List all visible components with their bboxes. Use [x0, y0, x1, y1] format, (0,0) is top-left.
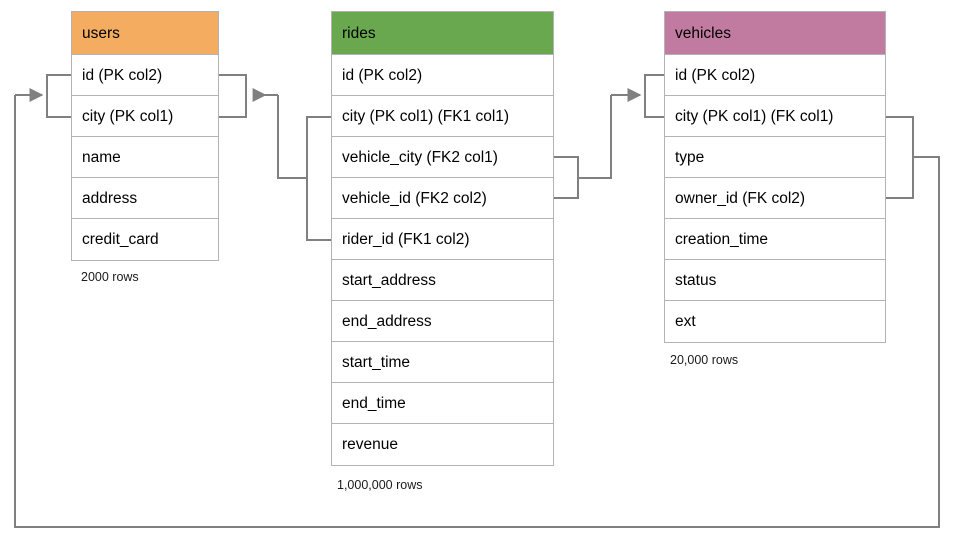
table-users-column-credit-card[interactable]: credit_card	[72, 219, 218, 260]
table-rides-header[interactable]: rides	[332, 12, 553, 55]
table-vehicles-column-id[interactable]: id (PK col2)	[665, 55, 885, 96]
edge-rides-fk2-bracket-rides	[554, 156, 579, 199]
table-rides-column-start-address[interactable]: start_address	[332, 260, 553, 301]
table-rides-column-vehicle-city[interactable]: vehicle_city (FK2 col1)	[332, 137, 553, 178]
table-rides[interactable]: rides id (PK col2) city (PK col1) (FK1 c…	[331, 11, 554, 466]
table-vehicles-column-status[interactable]: status	[665, 260, 885, 301]
table-rides-column-start-time[interactable]: start_time	[332, 342, 553, 383]
table-users-header[interactable]: users	[72, 12, 218, 55]
table-rides-column-city[interactable]: city (PK col1) (FK1 col1)	[332, 96, 553, 137]
edge-rides-fk2-bracket-vehicles	[644, 74, 664, 118]
table-users-column-city[interactable]: city (PK col1)	[72, 96, 218, 137]
table-rides-column-vehicle-id[interactable]: vehicle_id (FK2 col2)	[332, 178, 553, 219]
table-vehicles-column-type[interactable]: type	[665, 137, 885, 178]
edge-vehicles-fk-bracket-vehicles	[886, 116, 914, 199]
table-users[interactable]: users id (PK col2) city (PK col1) name a…	[71, 11, 219, 261]
table-users-column-name[interactable]: name	[72, 137, 218, 178]
edge-rides-fk2-link	[578, 95, 612, 179]
table-vehicles-row-count: 20,000 rows	[670, 353, 739, 367]
table-rides-column-id[interactable]: id (PK col2)	[332, 55, 553, 96]
table-rides-column-rider-id[interactable]: rider_id (FK1 col2)	[332, 219, 553, 260]
table-vehicles-column-city[interactable]: city (PK col1) (FK col1)	[665, 96, 885, 137]
edge-vehicles-fk-bracket-users	[46, 74, 71, 118]
table-vehicles[interactable]: vehicles id (PK col2) city (PK col1) (FK…	[664, 11, 886, 343]
table-vehicles-column-ext[interactable]: ext	[665, 301, 885, 342]
table-users-column-id[interactable]: id (PK col2)	[72, 55, 218, 96]
table-rides-column-end-time[interactable]: end_time	[332, 383, 553, 424]
table-vehicles-column-owner-id[interactable]: owner_id (FK col2)	[665, 178, 885, 219]
table-vehicles-header[interactable]: vehicles	[665, 12, 885, 55]
table-rides-row-count: 1,000,000 rows	[337, 478, 423, 492]
table-users-column-address[interactable]: address	[72, 178, 218, 219]
edge-rides-fk1-bracket-users	[219, 74, 247, 118]
table-vehicles-column-creation-time[interactable]: creation_time	[665, 219, 885, 260]
edge-rides-fk1-bracket-rides	[306, 116, 331, 241]
table-rides-column-end-address[interactable]: end_address	[332, 301, 553, 342]
table-rides-column-revenue[interactable]: revenue	[332, 424, 553, 465]
table-users-row-count: 2000 rows	[81, 270, 139, 284]
edge-rides-fk1-link	[277, 95, 307, 179]
